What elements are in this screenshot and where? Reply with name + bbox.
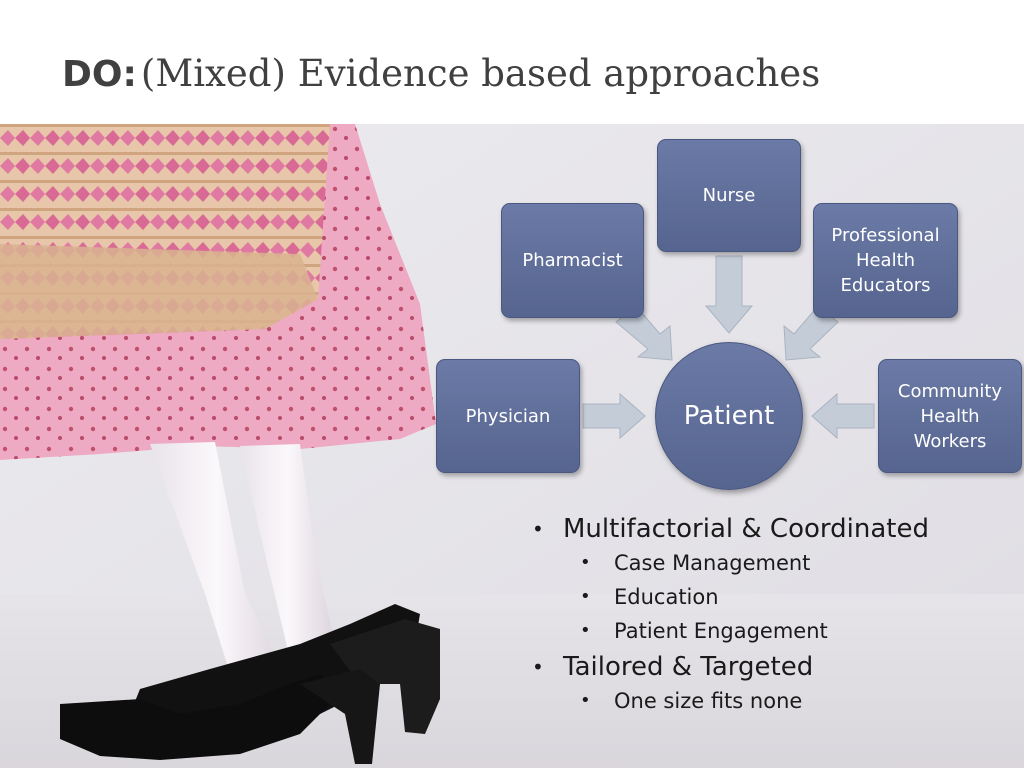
- slide-title: DO:(Mixed) Evidence based approaches: [62, 52, 820, 95]
- bullet-item: •Tailored & Targeted: [532, 652, 814, 682]
- bullet-subitem: •Patient Engagement: [580, 619, 828, 643]
- node-professional-health-educators: Professional Health Educators: [813, 203, 958, 318]
- arrow-physician: [582, 392, 646, 440]
- background-photo: [0, 124, 1024, 768]
- node-patient-center: Patient: [655, 342, 803, 490]
- slide-title-rest: (Mixed) Evidence based approaches: [140, 52, 821, 95]
- node-community-health-workers: Community Health Workers: [878, 359, 1022, 473]
- node-physician: Physician: [436, 359, 580, 473]
- node-pharmacist: Pharmacist: [501, 203, 644, 318]
- bullet-list: •Multifactorial & Coordinated •Case Mana…: [532, 510, 929, 718]
- arrow-community: [811, 392, 875, 440]
- bullet-subitem: •One size fits none: [580, 689, 803, 713]
- bullet-item: •Multifactorial & Coordinated: [532, 514, 929, 544]
- slide-title-bold: DO:: [62, 54, 137, 95]
- bullet-subitem: •Case Management: [580, 551, 811, 575]
- arrow-nurse: [704, 255, 754, 334]
- bullet-subitem: •Education: [580, 585, 719, 609]
- node-nurse: Nurse: [657, 139, 801, 252]
